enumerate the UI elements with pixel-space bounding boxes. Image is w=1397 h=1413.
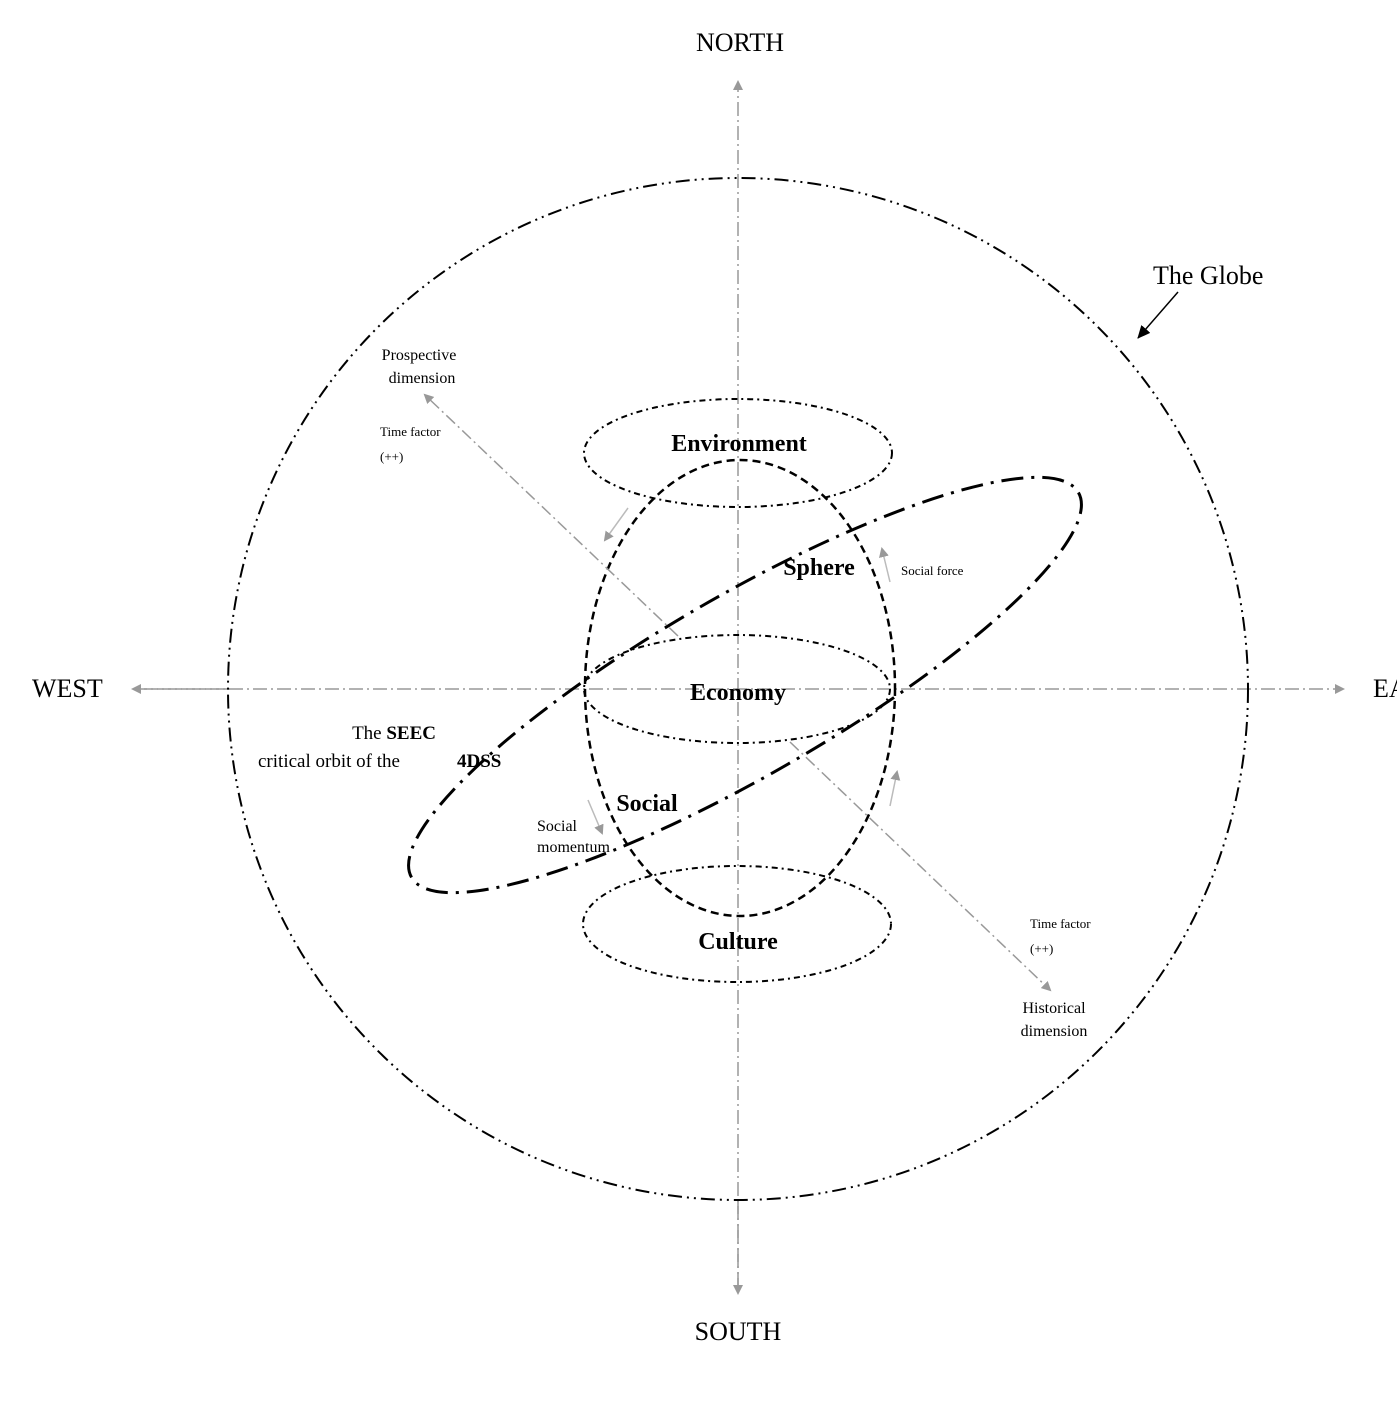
prospective-line2: dimension <box>389 370 456 387</box>
environment-label: Environment <box>671 431 807 457</box>
social-momentum-line1: Social <box>537 818 578 835</box>
sphere-ellipse <box>583 458 897 918</box>
orbit-prefix: The <box>352 723 386 744</box>
prospective-plus: (++) <box>380 449 403 464</box>
globe-pointer-arrow <box>1137 291 1179 339</box>
social-momentum-line2: momentum <box>537 839 610 856</box>
force-arrow-2 <box>889 770 901 807</box>
sphere-label: Sphere <box>783 555 855 581</box>
west-label: WEST <box>32 674 103 703</box>
historical-dimension-arrow <box>789 741 1052 992</box>
north-label: NORTH <box>696 28 784 57</box>
environment-ellipse <box>583 398 893 508</box>
historical-line1: Historical <box>1022 1000 1086 1017</box>
economy-ellipse <box>583 634 891 744</box>
globe-circle <box>227 177 1249 1201</box>
social-momentum-arrow <box>587 799 604 835</box>
economy-label: Economy <box>690 680 786 706</box>
orbit-label-line2: critical orbit of the <box>258 751 400 772</box>
seec-bold: SEEC <box>386 723 436 744</box>
globe-label: The Globe <box>1153 261 1263 290</box>
social-force-label: Social force <box>901 563 964 578</box>
4dss-label: 4DSS <box>457 751 501 772</box>
east-label: EAST <box>1373 674 1397 703</box>
social-force-arrow <box>879 547 891 583</box>
prospective-line1: Prospective <box>382 347 457 364</box>
prospective-dimension-arrow <box>423 393 679 637</box>
orbit-label-line1: The SEEC <box>352 723 436 744</box>
historical-plus: (++) <box>1030 941 1053 956</box>
historical-time-factor: Time factor <box>1030 916 1091 931</box>
historical-line2: dimension <box>1021 1023 1088 1040</box>
social-label: Social <box>616 791 678 817</box>
culture-label: Culture <box>698 929 778 955</box>
prospective-time-factor: Time factor <box>380 424 441 439</box>
seec-orbit-ellipse <box>407 475 1083 895</box>
force-arrow-1 <box>603 507 629 542</box>
culture-ellipse <box>582 865 892 983</box>
south-label: SOUTH <box>695 1317 782 1346</box>
